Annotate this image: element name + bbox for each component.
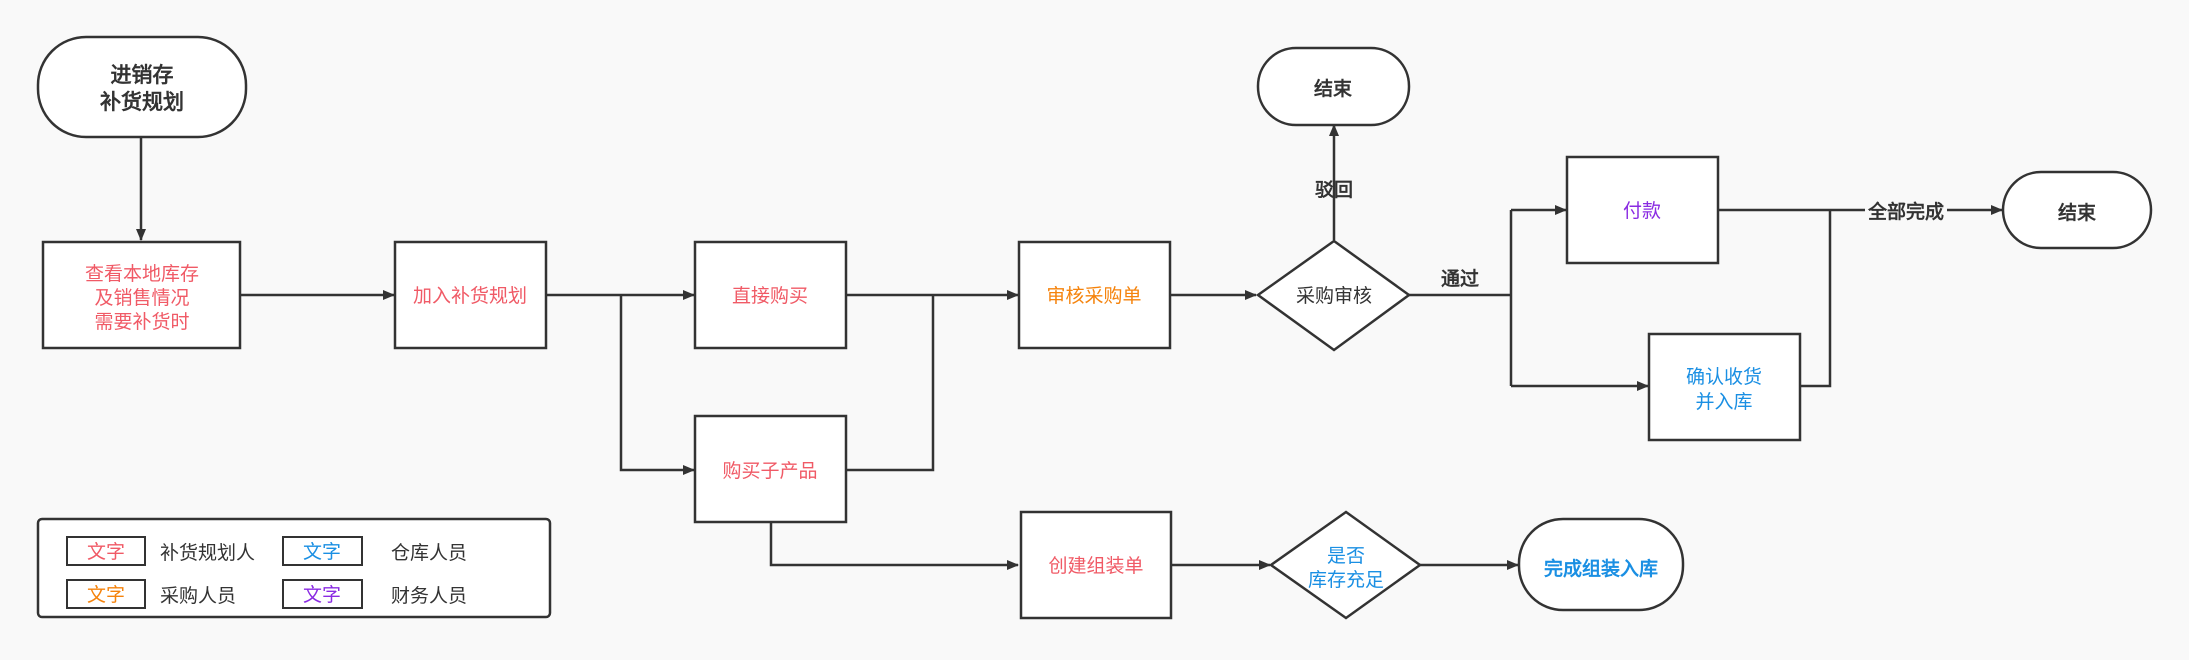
legend-swatch-finance xyxy=(282,579,363,609)
svg-text:并入库: 并入库 xyxy=(1695,391,1752,413)
legend-swatch-purchaser xyxy=(66,579,146,609)
check-stock-box xyxy=(41,240,242,350)
po-approval-label: 采购审核 xyxy=(1296,285,1372,307)
svg-text:补货规划: 补货规划 xyxy=(99,90,184,114)
create-assembly-box xyxy=(1019,510,1173,620)
svg-text:需要补货时: 需要补货时 xyxy=(94,311,189,333)
stock-enough-diamond xyxy=(1268,510,1423,620)
legend-swatch-planner-text: 文字 xyxy=(87,541,125,563)
end-complete-label: 结束 xyxy=(2058,201,2097,224)
legend-frame xyxy=(36,517,552,619)
review-po-box xyxy=(1017,240,1172,350)
legend-swatch-planner xyxy=(66,536,146,566)
confirm-receipt-label: 确认收货 并入库 xyxy=(1686,366,1762,413)
legend-swatch-warehouse xyxy=(282,536,363,566)
buy-sub-label: 购买子产品 xyxy=(722,460,817,482)
add-plan-label: 加入补货规划 xyxy=(413,285,527,307)
direct-buy-label: 直接购买 xyxy=(732,285,808,307)
stock-enough-label: 是否 库存充足 xyxy=(1308,545,1384,591)
svg-text:进销存: 进销存 xyxy=(111,63,174,87)
create-assembly-label: 创建组装单 xyxy=(1048,555,1143,577)
buy-sub-box xyxy=(693,414,848,524)
payment-box xyxy=(1565,155,1720,265)
svg-text:是否: 是否 xyxy=(1327,545,1365,567)
legend-swatch-purchaser-text: 文字 xyxy=(87,584,125,606)
legend-role-planner: 补货规划人 xyxy=(160,542,255,564)
legend-role-warehouse: 仓库人员 xyxy=(391,542,467,564)
legend-role-purchaser: 采购人员 xyxy=(160,585,236,607)
label-rejected: 驳回 xyxy=(1315,179,1353,201)
svg-text:及销售情况: 及销售情况 xyxy=(94,287,189,309)
assembly-done-terminator xyxy=(1517,517,1685,612)
start-label: 进销存 补货规划 xyxy=(99,63,184,114)
label-passed: 通过 xyxy=(1441,268,1479,290)
legend-swatch-finance-text: 文字 xyxy=(303,584,341,606)
check-stock-label: 查看本地库存 及销售情况 需要补货时 xyxy=(85,263,199,333)
po-approval-diamond xyxy=(1255,239,1412,352)
end-rejected-label: 结束 xyxy=(1314,77,1353,100)
edge-confirm-to-join xyxy=(1800,210,1832,388)
add-plan-box xyxy=(393,240,548,350)
legend: 文字 补货规划人 文字 仓库人员 文字 采购人员 文字 财务人员 xyxy=(36,517,552,619)
edge-sub-to-assembly xyxy=(769,522,1019,570)
payment-label: 付款 xyxy=(1623,200,1661,222)
end-complete-terminator xyxy=(2001,170,2153,250)
edge-add-to-sub xyxy=(619,295,695,475)
confirm-receipt-box xyxy=(1647,332,1802,442)
end-rejected-terminator xyxy=(1256,46,1411,127)
direct-buy-box xyxy=(693,240,848,350)
edge-sub-to-review xyxy=(846,295,935,472)
svg-text:库存充足: 库存充足 xyxy=(1308,569,1384,591)
legend-swatch-warehouse-text: 文字 xyxy=(303,541,341,563)
edges xyxy=(136,124,2003,570)
assembly-done-label: 完成组装入库 xyxy=(1544,557,1658,580)
svg-text:查看本地库存: 查看本地库存 xyxy=(85,263,199,285)
legend-role-finance: 财务人员 xyxy=(391,585,467,607)
review-po-label: 审核采购单 xyxy=(1046,285,1141,307)
svg-text:确认收货: 确认收货 xyxy=(1686,366,1762,388)
label-all-done: 全部完成 xyxy=(1867,200,1944,223)
start-terminator xyxy=(36,35,248,139)
